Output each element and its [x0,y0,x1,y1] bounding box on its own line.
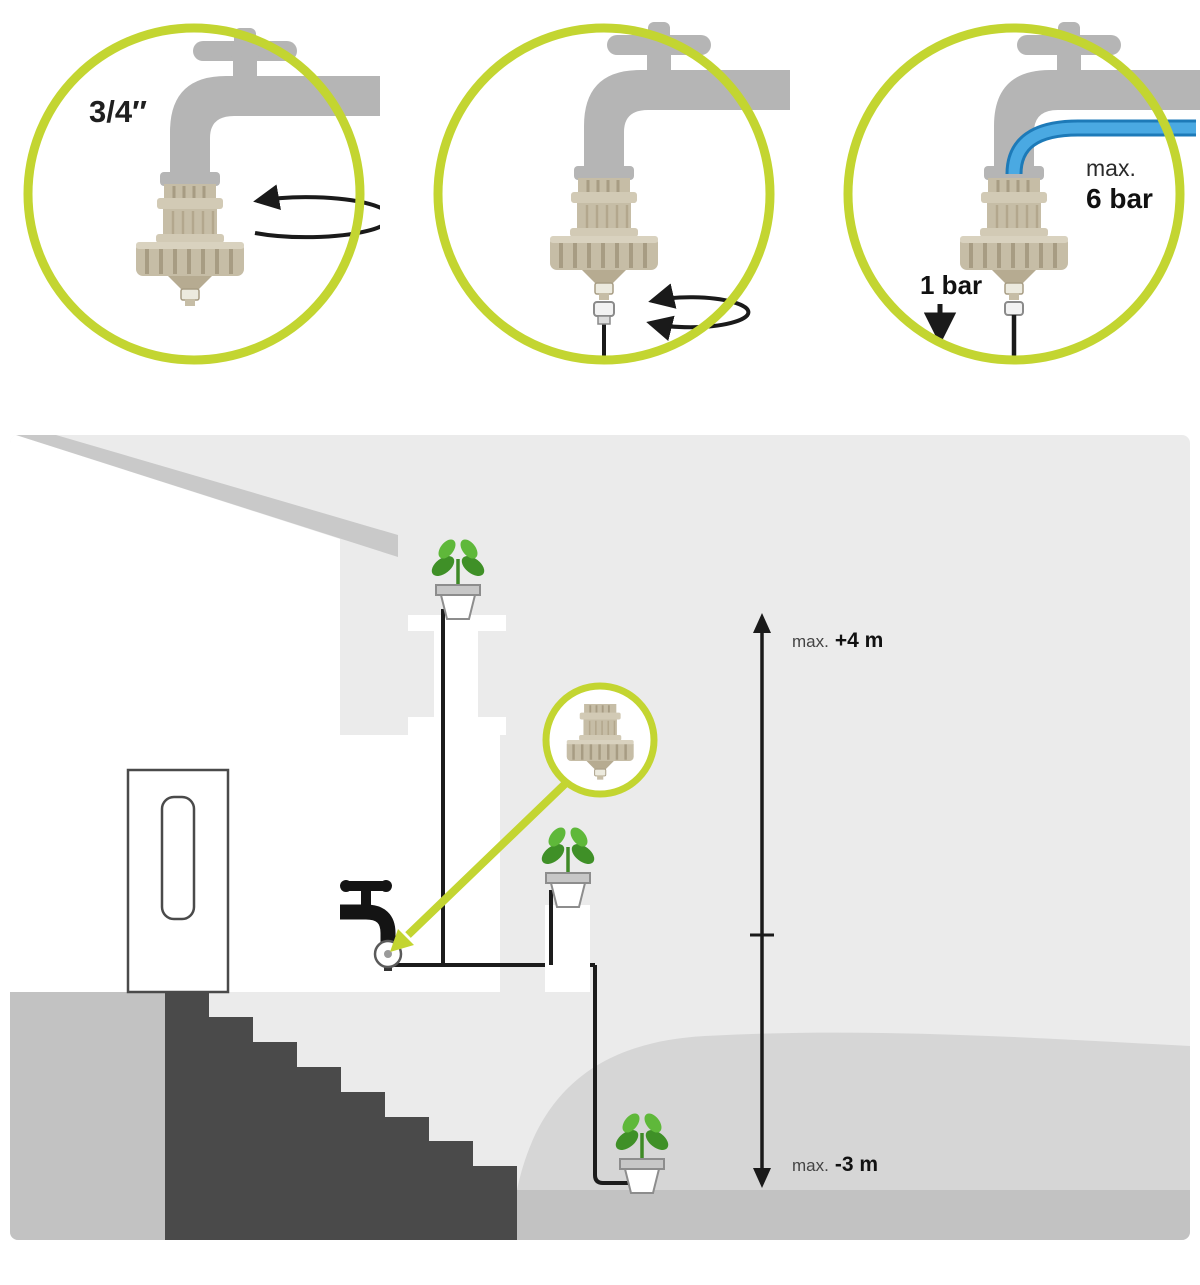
max-label: max. [1086,155,1136,181]
middle-ledge [408,717,506,735]
roof-beam [16,435,398,557]
tube-connector-icon [593,301,615,317]
step-ring [433,23,775,365]
tube-connector-icon [1004,301,1024,316]
step-ring [23,23,365,365]
tap-body [340,904,396,942]
ledge-column [434,631,478,717]
inlet-pressure-label: 6 bar [1086,183,1153,214]
stairs [165,992,517,1240]
door-window [160,795,196,921]
tap-handle-knob-left [340,880,352,892]
height-range-arrow [750,613,774,1188]
tap-handle-knob-right [380,880,392,892]
rotation-arrow-icon [253,184,380,240]
tube-connector-tip [597,315,611,325]
step-2-diagram [433,22,790,365]
step-3-diagram: max. 6 bar 1 bar [843,22,1200,365]
hill-slope [517,1032,1190,1190]
callout-circle-ring [542,682,658,798]
supply-hose-icon [1008,122,1196,175]
upper-ground [10,992,165,1240]
pointer-arrow-head [390,929,414,952]
pointer-arrow-line [405,780,569,938]
min-height-value: -3 m [835,1153,878,1176]
arrow-up-icon [753,613,771,633]
max-height-prefix: max. [792,632,829,651]
upper-ledge [408,615,506,631]
tap-handle [343,881,389,891]
rotation-arrow-icon [646,283,751,341]
max-height-value: +4 m [835,629,883,652]
min-height-label: max. -3 m [792,1153,878,1176]
min-height-prefix: max. [792,1156,829,1175]
max-height-label: max. +4 m [792,629,883,652]
tube-to-lower-plant [593,965,638,1185]
installation-scene: max. +4 m max. -3 m [10,435,1190,1240]
tap-handle-stem [361,889,371,906]
outlet-pressure-label: 1 bar [920,270,982,300]
house-wall [10,435,340,992]
lower-wall-block [340,735,500,992]
step-1-diagram: 3/4″ [23,23,380,365]
tap-icon [340,880,396,942]
step-ring [843,23,1185,365]
lower-ground [517,1190,1190,1240]
arrow-down-icon [753,1168,771,1188]
thread-size-label: 3/4″ [89,94,147,129]
